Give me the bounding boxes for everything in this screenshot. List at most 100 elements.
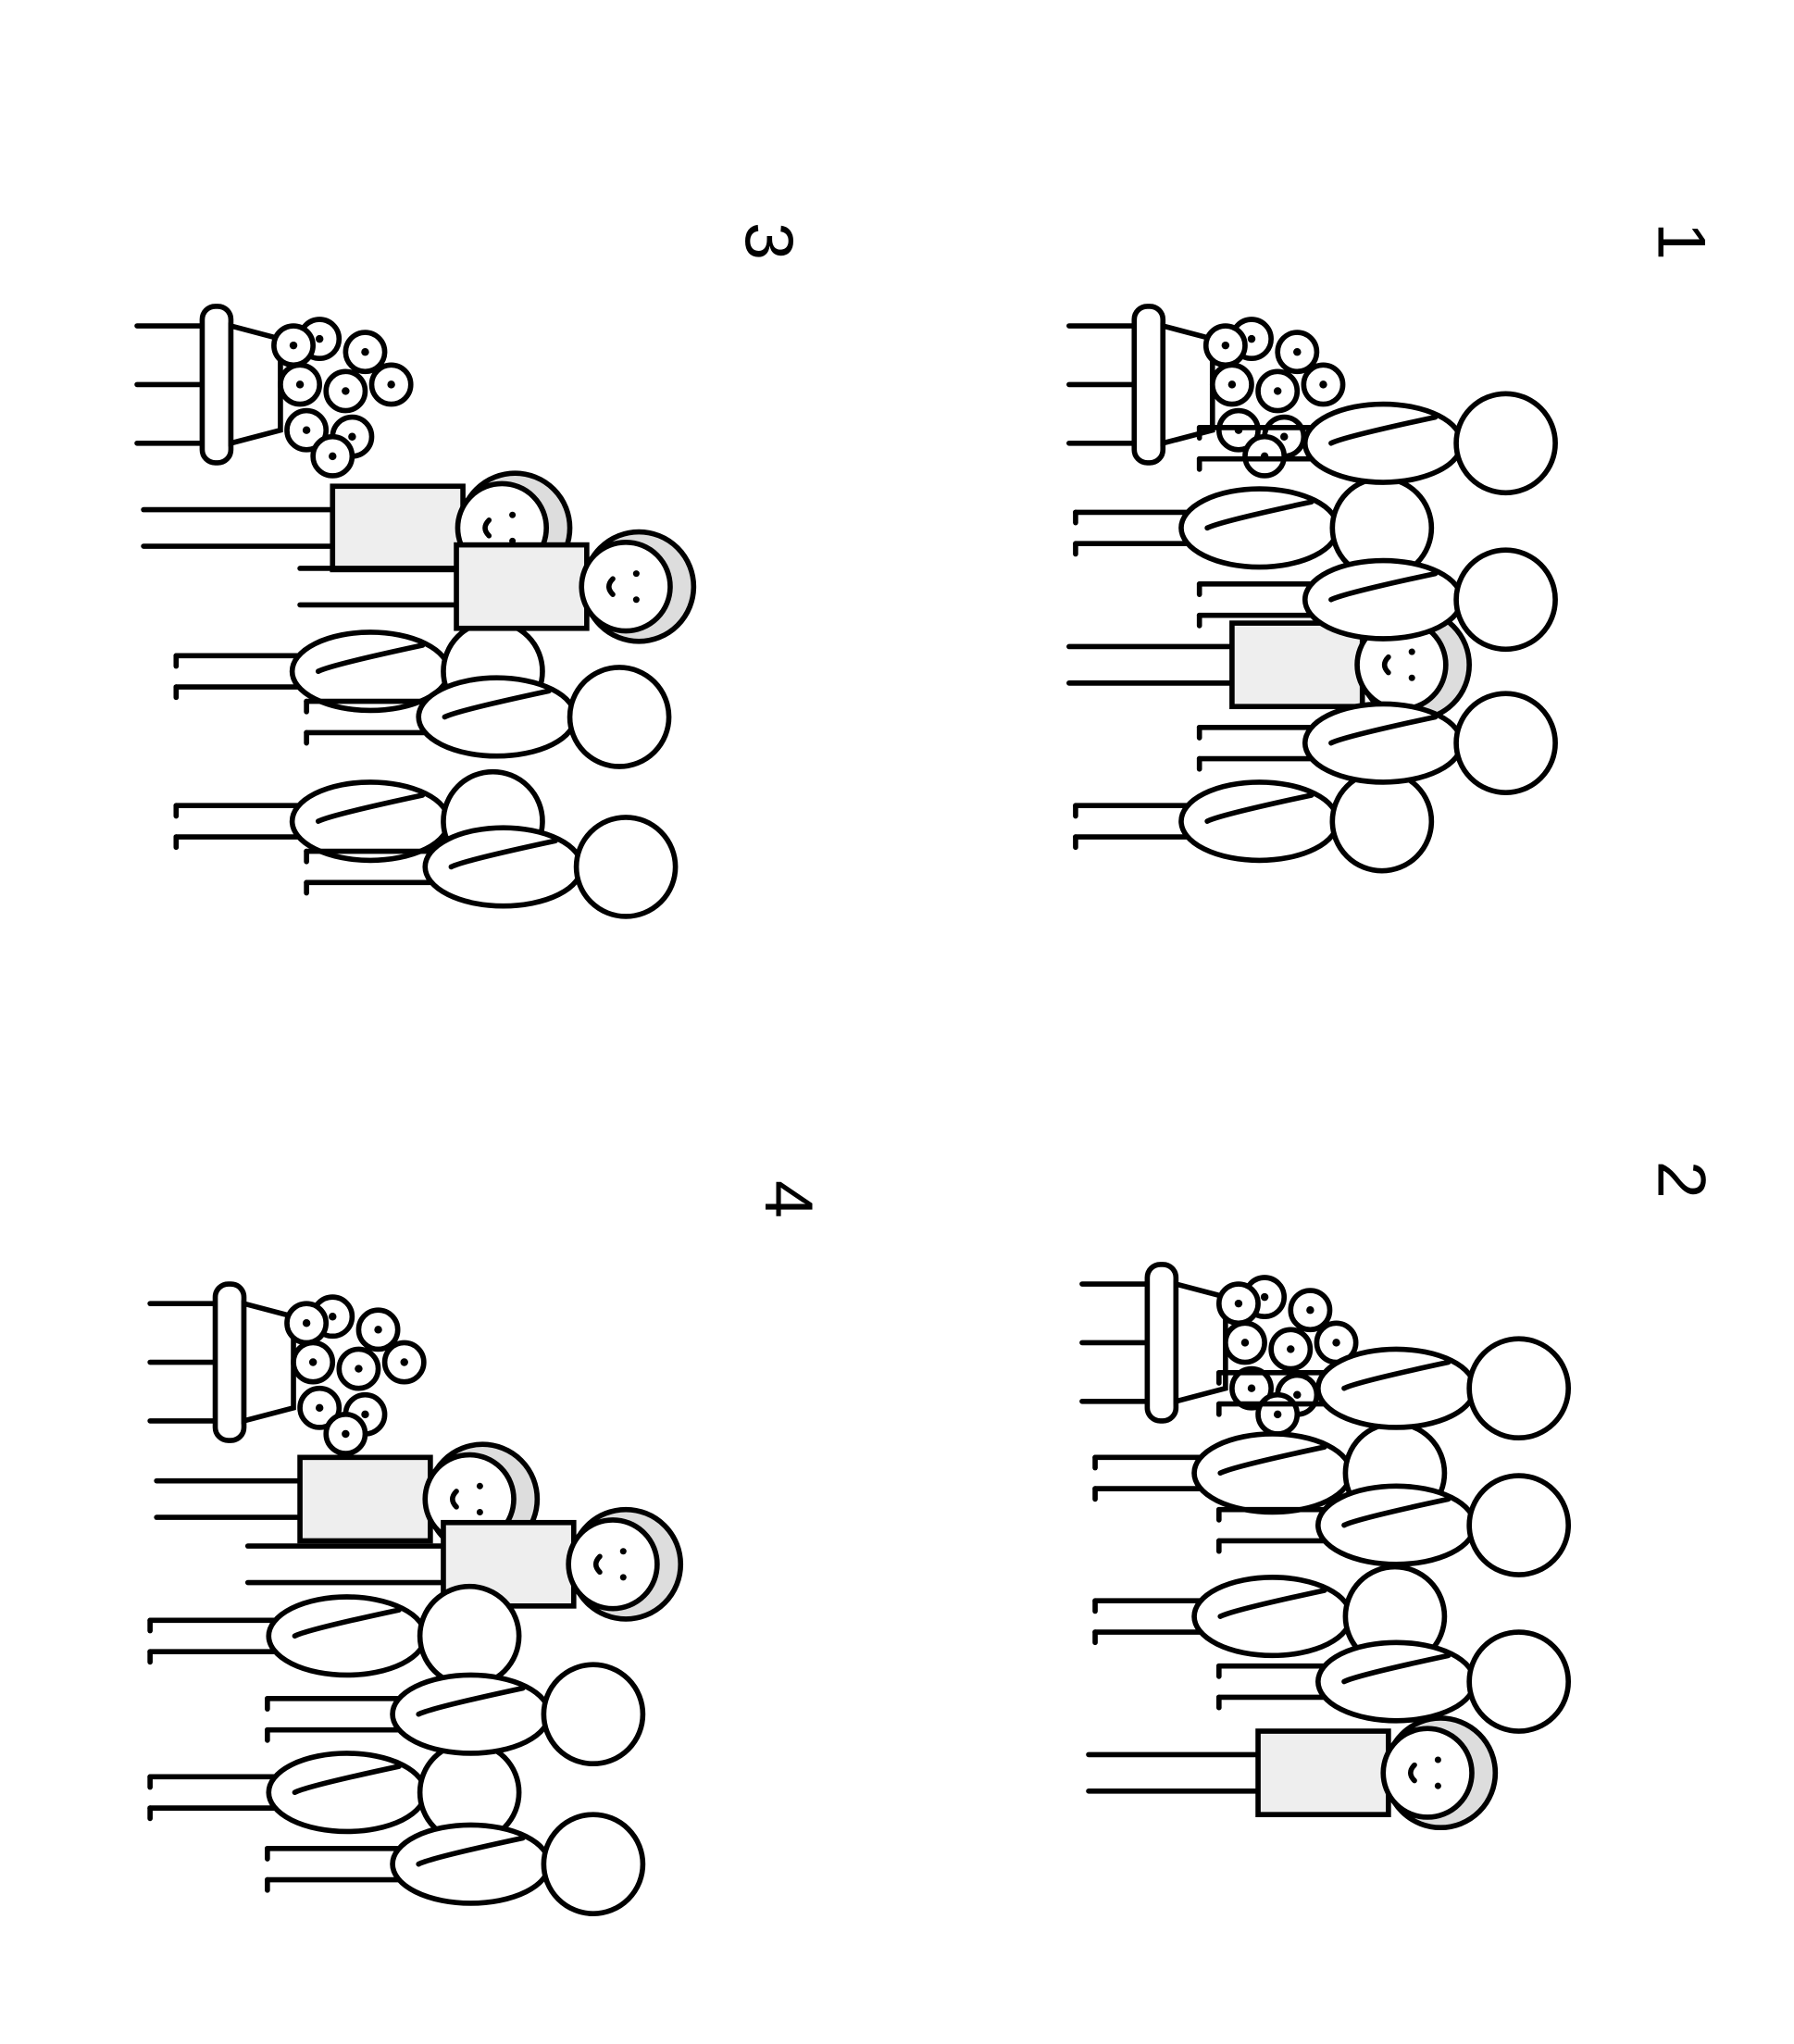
flower-center (1273, 1410, 1282, 1419)
eye (1408, 674, 1415, 681)
arm (1341, 1652, 1451, 1685)
arm (1204, 499, 1314, 531)
flower-center (387, 380, 395, 389)
head (1329, 768, 1435, 874)
person (304, 665, 672, 769)
person (1216, 1629, 1572, 1734)
arm (292, 1764, 402, 1796)
flower-center (1306, 1305, 1314, 1315)
eye (509, 511, 517, 518)
eye (632, 570, 640, 578)
flower-center (342, 387, 350, 395)
eye (476, 1508, 483, 1515)
eye (632, 596, 640, 604)
eye (619, 1548, 627, 1555)
flower-center (315, 334, 324, 343)
flower-center (1221, 341, 1230, 350)
flower-center (342, 1429, 350, 1439)
shirt (330, 483, 466, 573)
eye (1408, 648, 1415, 655)
arm (292, 1607, 402, 1639)
flower-table (1066, 304, 1346, 479)
flower-center (355, 1365, 363, 1373)
flower-center (1293, 347, 1302, 356)
boy (244, 1506, 684, 1622)
head (541, 1812, 646, 1916)
flower-center (1260, 1292, 1269, 1302)
flower-center (295, 380, 305, 389)
flower-center (308, 1358, 318, 1366)
head (1453, 691, 1558, 795)
head (417, 1583, 522, 1689)
girl (297, 529, 697, 644)
shirt (1255, 1728, 1391, 1817)
head (1453, 547, 1558, 653)
face (579, 539, 673, 634)
person (1216, 1336, 1572, 1441)
person (1196, 691, 1558, 795)
flower-table (134, 304, 414, 479)
flower-center (374, 1326, 382, 1334)
flower-center (361, 1410, 369, 1419)
flower-center (1247, 1384, 1256, 1392)
flower-center (1273, 387, 1282, 395)
head (567, 665, 672, 769)
arm (1341, 1359, 1451, 1391)
head (1466, 1473, 1572, 1577)
panel-number-4: 4 (751, 1180, 827, 1218)
person (1196, 391, 1558, 496)
person (1092, 1564, 1448, 1669)
flower-center (361, 347, 369, 356)
panel-1 (1066, 304, 1558, 874)
arm (1328, 570, 1439, 603)
arm (1328, 714, 1439, 746)
mouth (1381, 654, 1391, 676)
flower-center (329, 452, 337, 461)
table-top (1131, 304, 1166, 466)
boy (1086, 1715, 1499, 1831)
flower-table (147, 1281, 427, 1456)
person (304, 815, 679, 919)
table-top (212, 1281, 247, 1443)
arm (416, 1685, 526, 1717)
person (265, 1812, 646, 1916)
arm (1341, 1496, 1451, 1528)
flower-center (289, 341, 298, 350)
table-top (1144, 1262, 1179, 1424)
person (1196, 547, 1558, 653)
flower-center (400, 1358, 408, 1366)
arm (1217, 1444, 1327, 1477)
eye (476, 1482, 483, 1489)
person (1216, 1473, 1572, 1577)
person (265, 1662, 646, 1767)
head (541, 1662, 646, 1767)
person (147, 1739, 522, 1845)
arm (1328, 414, 1439, 446)
panel-2 (1079, 1262, 1572, 1831)
flower-center (1287, 1345, 1295, 1353)
arm (315, 792, 426, 824)
arm (416, 1835, 526, 1867)
panel-4 (147, 1281, 684, 1916)
flower-center (1293, 1390, 1302, 1399)
flower-center (302, 426, 311, 434)
flower-center (1319, 380, 1327, 389)
arm (315, 642, 426, 675)
eye (1434, 1782, 1441, 1789)
vase (1173, 1280, 1228, 1405)
shirt (454, 542, 590, 631)
vase (241, 1300, 296, 1425)
shirt (297, 1454, 433, 1544)
head (1466, 1336, 1572, 1441)
head (1466, 1629, 1572, 1734)
arm (1217, 1588, 1327, 1619)
table-top (199, 304, 234, 466)
eye (619, 1574, 627, 1581)
person (1073, 768, 1435, 874)
head (1453, 391, 1558, 496)
person (147, 1583, 522, 1689)
panel-3 (134, 304, 697, 919)
mouth (1408, 1762, 1417, 1784)
flower-center (1247, 334, 1256, 343)
